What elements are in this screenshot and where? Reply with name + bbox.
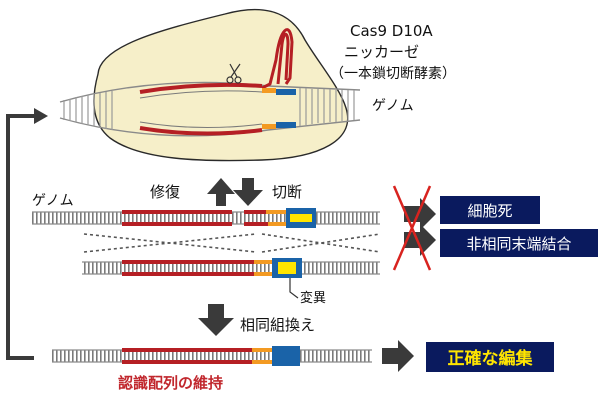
target-blue-upper (276, 89, 296, 95)
genome-label-top: ゲノム (372, 98, 414, 114)
repair-label: 修復 (150, 183, 180, 201)
nhej-box (440, 229, 598, 257)
cell-death-label: 細胞死 (467, 202, 512, 220)
guide-rna-upper (139, 82, 263, 99)
mutation-pointer (289, 278, 299, 299)
enzyme-description: （一本鎖切断酵素） (330, 66, 456, 82)
mutation-label: 変異 (300, 290, 326, 306)
guide-rna-lower (139, 121, 263, 136)
hr-arrow (198, 304, 234, 336)
cleave-arrow (233, 178, 263, 206)
blocked-cross (392, 185, 432, 271)
enzyme-type: ニッカーゼ (344, 43, 419, 61)
dsb-dna-upper (32, 208, 380, 228)
repair-arrow (207, 178, 235, 206)
hr-label: 相同組換え (240, 316, 315, 334)
dsb-dna-lower (82, 258, 380, 278)
feedback-loop-arrowhead (34, 108, 48, 124)
cleave-label: 切断 (272, 183, 302, 201)
feedback-loop-line (6, 114, 34, 360)
sgrna-hairpin (261, 28, 294, 90)
cell-death-box (440, 196, 540, 224)
target-blue-lower (276, 122, 296, 128)
scissors-icon (226, 63, 242, 84)
pam-orange-lower (262, 124, 276, 129)
outcome-arrow-cell-death (404, 198, 436, 230)
enzyme-name: Cas9 D10A (350, 22, 433, 40)
repaired-dna (52, 346, 372, 366)
outcome-arrow-precise (382, 340, 414, 372)
genome-top-ticks (63, 88, 355, 130)
precise-edit-label: 正確な編集 (448, 348, 534, 369)
nhej-label: 非相同末端結合 (466, 235, 571, 253)
genome-label-left: ゲノム (32, 193, 74, 209)
recombination-cross (83, 233, 381, 253)
pam-orange-upper (262, 88, 276, 93)
outcome-arrow-nhej (404, 224, 436, 256)
precise-edit-box (426, 342, 554, 372)
recognition-maintained-label: 認識配列の維持 (118, 374, 223, 392)
